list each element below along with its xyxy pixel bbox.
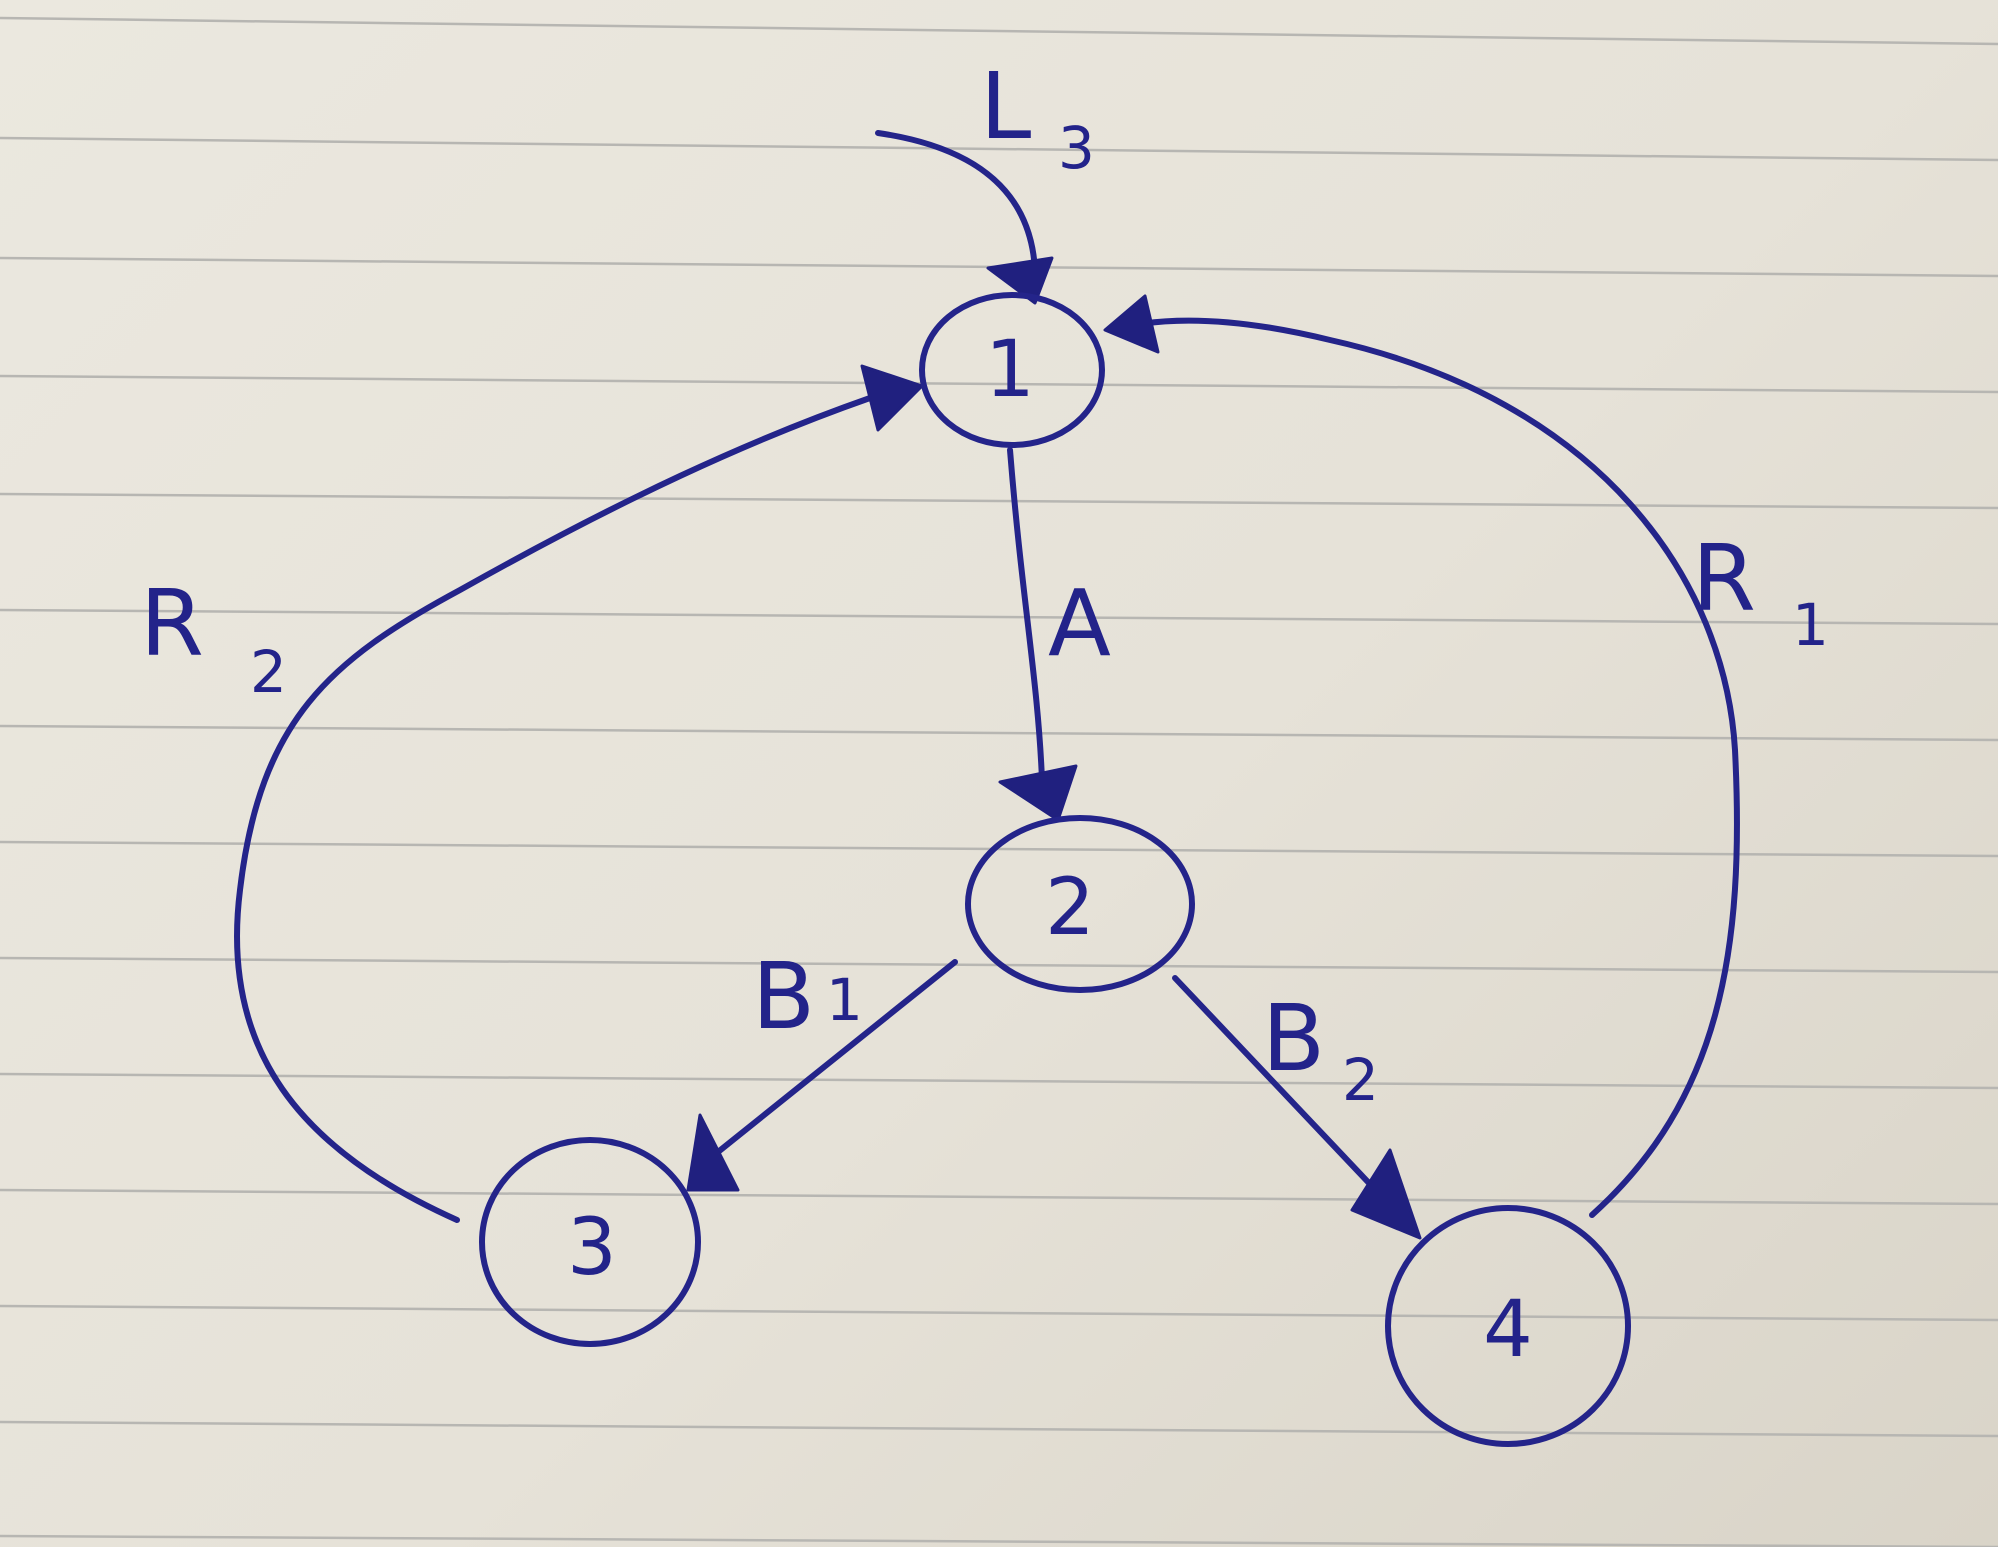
svg-text:B: B	[752, 943, 815, 1050]
node-4-label: 4	[1483, 1285, 1533, 1375]
node-1: 1	[919, 292, 1105, 448]
svg-text:2: 2	[250, 638, 287, 706]
label-b1: B 1	[752, 943, 863, 1050]
edge-l3	[875, 130, 1054, 305]
svg-text:1: 1	[826, 966, 863, 1034]
node-3: 3	[479, 1137, 701, 1347]
svg-text:3: 3	[1058, 114, 1095, 182]
edge-r1	[1103, 294, 1740, 1218]
label-b2: B 2	[1262, 985, 1379, 1114]
ruled-lines	[0, 16, 1998, 1547]
svg-text:L: L	[980, 53, 1031, 160]
node-3-label: 3	[567, 1203, 617, 1293]
svg-text:1: 1	[1792, 591, 1829, 659]
node-4: 4	[1385, 1205, 1631, 1447]
edge-r2	[234, 364, 924, 1223]
node-2-label: 2	[1045, 863, 1095, 953]
label-l3: L 3	[980, 53, 1095, 182]
svg-text:R: R	[140, 570, 204, 677]
edge-a	[998, 447, 1078, 822]
edge-b1	[686, 959, 958, 1192]
svg-text:R: R	[1692, 525, 1756, 632]
svg-text:2: 2	[1342, 1046, 1379, 1114]
node-2: 2	[965, 815, 1195, 993]
node-1-label: 1	[985, 325, 1035, 415]
label-a: A	[1048, 570, 1111, 677]
svg-text:B: B	[1262, 985, 1325, 1092]
edge-b2	[1172, 975, 1422, 1240]
label-r2: R 2	[140, 570, 287, 706]
svg-text:A: A	[1048, 570, 1111, 677]
label-r1: R 1	[1692, 525, 1829, 659]
